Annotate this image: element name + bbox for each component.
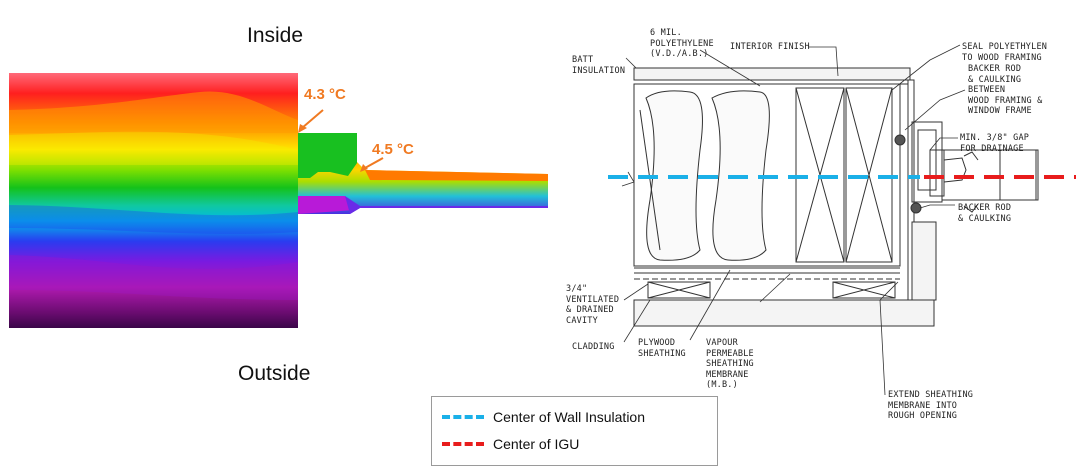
furring-strip-left bbox=[647, 281, 711, 299]
legend: Center of Wall Insulation Center of IGU bbox=[431, 396, 718, 466]
note-polyethylene: 6 MIL. POLYETHYLENE (V.D./A.B.) bbox=[650, 28, 714, 59]
legend-item-igu: Center of IGU bbox=[442, 434, 579, 454]
inside-label: Inside bbox=[247, 24, 304, 47]
stud-cavity bbox=[633, 83, 901, 267]
legend-label-wall-insulation: Center of Wall Insulation bbox=[493, 409, 645, 425]
note-vapour-permeable-membrane: VAPOUR PERMEABLE SHEATHING MEMBRANE (M.B… bbox=[706, 338, 754, 390]
furring-strip-right bbox=[832, 281, 896, 299]
legend-item-wall-insulation: Center of Wall Insulation bbox=[442, 407, 645, 427]
note-seal-polyethylene: SEAL POLYETHYLEN TO WOOD FRAMING bbox=[962, 42, 1048, 63]
backer-rod-top bbox=[894, 134, 906, 146]
thermal-frame-block bbox=[298, 133, 357, 178]
note-plywood-sheathing: PLYWOOD SHEATHING bbox=[638, 338, 686, 359]
temp-arrow-right bbox=[364, 157, 384, 169]
temp-arrow-left bbox=[301, 109, 324, 129]
temperature-label-left: 4.3 °C bbox=[304, 86, 346, 103]
cladding-layer bbox=[633, 299, 935, 327]
note-backer-rod-caulking-bottom: BACKER ROD & CAULKING bbox=[958, 203, 1012, 224]
note-ventilated-cavity: 3/4" VENTILATED & DRAINED CAVITY bbox=[566, 284, 620, 326]
legend-swatch-red bbox=[442, 442, 484, 446]
note-cladding: CLADDING bbox=[572, 342, 615, 352]
legend-label-igu: Center of IGU bbox=[493, 436, 580, 452]
note-backer-rod-caulking-top: BACKER ROD & CAULKING BETWEEN WOOD FRAMI… bbox=[968, 64, 1043, 116]
legend-swatch-blue bbox=[442, 415, 484, 419]
thermal-wall-body bbox=[9, 73, 298, 328]
interior-finish-layer bbox=[633, 67, 911, 81]
temperature-label-right: 4.5 °C bbox=[372, 141, 414, 158]
note-batt-insulation: BATT INSULATION bbox=[572, 55, 626, 76]
rough-opening-column bbox=[907, 79, 915, 301]
note-interior-finish: INTERIOR FINISH bbox=[730, 42, 810, 52]
note-drainage-gap: MIN. 3/8" GAP FOR DRAINAGE bbox=[960, 133, 1030, 154]
outside-label: Outside bbox=[238, 362, 311, 385]
note-extend-sheathing-membrane: EXTEND SHEATHING MEMBRANE INTO ROUGH OPE… bbox=[888, 390, 974, 421]
